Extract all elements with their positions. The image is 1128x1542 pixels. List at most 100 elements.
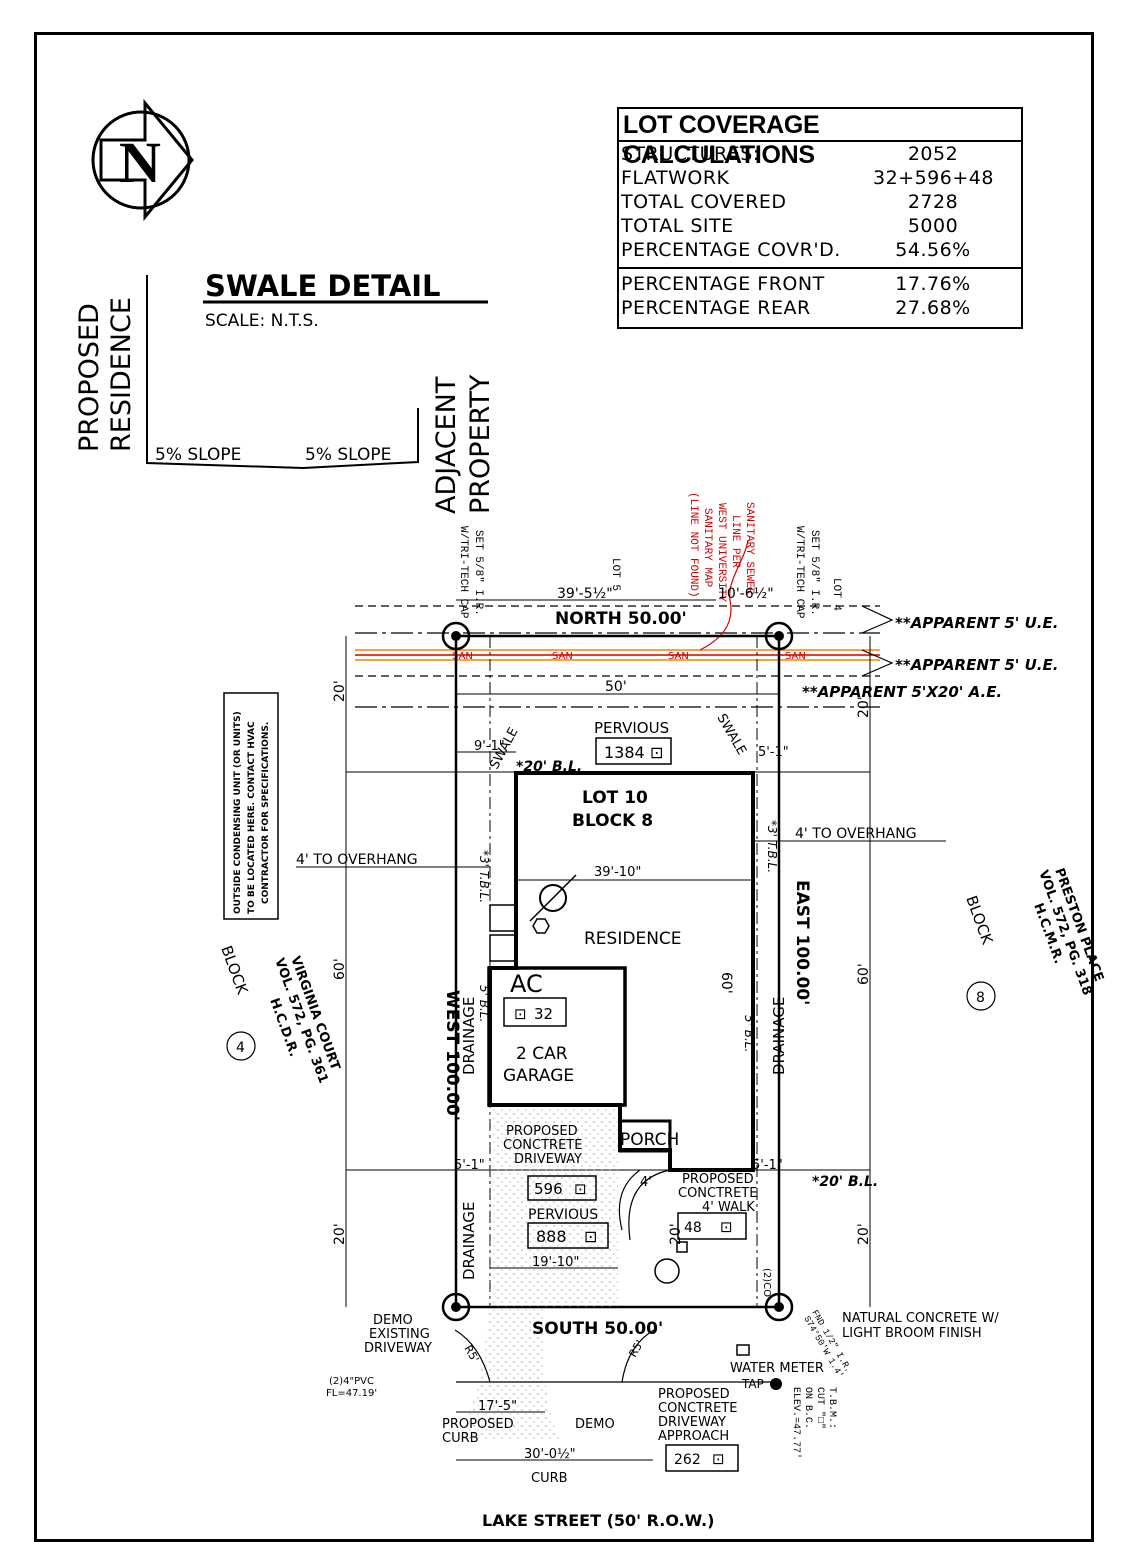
garage-line-2: GARAGE [503,1066,574,1086]
dim-20-bl: 20' [332,1223,348,1245]
svg-text:CUT "□": CUT "□" [814,1387,826,1429]
natural-concrete-2: LIGHT BROOM FINISH [842,1326,982,1341]
walk-line-1: PROPOSED [682,1172,754,1187]
street-label: LAKE STREET (50' R.O.W.) [482,1511,714,1530]
coverage-label: PERCENTAGE COVR'D. [621,239,841,261]
svg-text:LOT 5: LOT 5 [609,558,621,591]
overhang-right: 4' TO OVERHANG [795,826,917,842]
dim-5-1-c: 5'-1" [752,1158,783,1173]
san-label-3: SAN [668,651,689,662]
dim-17-5: 17'-5" [478,1399,517,1414]
swale-title: SWALE DETAIL [205,269,441,303]
svg-text:CONTRACTOR FOR SPECIFICATIONS.: CONTRACTOR FOR SPECIFICATIONS. [261,722,271,904]
lot-label: LOT 10 [582,788,648,808]
swale-right-label-1: ADJACENT [431,376,462,514]
easement-lines: SAN SAN SAN SAN **APPARENT 5' U.E. **APP… [355,539,1058,708]
block8-label: BLOCK [962,893,996,947]
dim-20-br: 20' [856,1223,872,1245]
water-meter: WATER METER [730,1361,824,1376]
apparent-ue-2: **APPARENT 5' U.E. [895,656,1058,674]
pervious-bottom-icon: ⊡ [584,1227,597,1246]
overhang-left: 4' TO OVERHANG [296,852,418,868]
bl-top: *20' B.L. [516,759,582,775]
dim-39-5: 39'-5½" [557,586,613,602]
swale-right: SWALE [714,712,749,758]
coverage-value: 2728 [907,191,959,213]
apparent-ae: **APPARENT 5'X20' A.E. [802,683,1002,701]
driveway-area-icon: ⊡ [574,1180,587,1198]
coverage-row: STRUCTURES:2052 [619,142,1021,166]
south-call: SOUTH 50.00' [532,1319,663,1339]
dim-60-l: 60' [332,958,348,980]
dim-50: 50' [605,679,627,695]
dim-60-r: 60' [856,963,872,985]
coverage-label: TOTAL COVERED [621,191,787,213]
coverage-row: TOTAL COVERED 2728 [619,190,1021,214]
pervious-top-icon: ⊡ [650,743,663,762]
swale-scale: SCALE: N.T.S. [205,311,319,331]
ac-area: 32 [534,1005,553,1023]
lot-coverage-table: LOT COVERAGE CALCULATIONS STRUCTURES:205… [617,107,1023,329]
drainage-left: DRAINAGE [460,997,478,1075]
coverage-label: TOTAL SITE [621,215,734,237]
coverage-label: PERCENTAGE FRONT [621,273,825,295]
pervious-bottom: PERVIOUS [528,1207,598,1223]
swale-right-label-2: PROPERTY [465,374,496,514]
svg-text:SANITARY SEWER: SANITARY SEWER [743,502,755,595]
north-call: NORTH 50.00' [555,609,687,629]
svg-text:WEST UNIVERSITY: WEST UNIVERSITY [715,503,727,602]
swale-detail: SWALE DETAIL SCALE: N.T.S. PROPOSED RESI… [74,269,496,514]
residence-label: RESIDENCE [584,929,682,949]
porch-label: PORCH [620,1130,679,1150]
san-label-1: SAN [452,651,473,662]
tbm-note: T.B.M.: CUT "□" ON B.C. ELEV.=47.77' [790,1387,837,1459]
svg-text:TO BE LOCATED HERE. CONTACT HV: TO BE LOCATED HERE. CONTACT HVAC [247,721,257,914]
natural-concrete-1: NATURAL CONCRETE W/ [842,1311,999,1326]
sanitary-note: SANITARY SEWER LINE PER WEST UNIVERSITY … [687,492,755,602]
coverage-row: PERCENTAGE COVR'D. 54.56% [619,238,1021,262]
drainage-right: DRAINAGE [770,997,788,1075]
pvc-line-1: (2)4"PVC [329,1376,374,1387]
demo-line-2: EXISTING [369,1327,430,1342]
pervious-bottom-area: 888 [536,1227,567,1246]
drainage-left-2: DRAINAGE [460,1202,478,1280]
approach-line-1: PROPOSED [658,1387,730,1402]
pervious-top-area: 1384 [604,743,645,762]
north-arrow-icon: N [91,98,194,222]
garage-line-1: 2 CAR [516,1044,568,1064]
dim-19-10: 19'-10" [532,1255,579,1270]
block8-number: 8 [976,990,985,1006]
coverage-value: 17.76% [895,273,971,295]
approach-line-3: DRIVEWAY [658,1415,726,1430]
preston-place: PRESTON PLACE VOL. 572, PG. 318 H.C.M.R. [1030,866,1106,997]
porch-footprint [618,1119,672,1153]
dim-20-tl: 20' [332,680,348,702]
walk-area-icon: ⊡ [720,1218,733,1236]
svg-text:ON B.C.: ON B.C. [802,1387,813,1429]
coverage-label: FLATWORK [621,167,730,189]
dim-5-1-b: 5'-1" [454,1158,485,1173]
driveway-line-1: PROPOSED [506,1124,578,1139]
bl5-left: 5' B.L. [477,985,491,1022]
dim-30: 30'-0½" [524,1447,576,1462]
tbl-left: *3' T.B.L. [477,850,491,903]
proposed-curb-2: CURB [442,1431,479,1446]
coverage-value: 54.56% [895,239,971,261]
driveway-line-2: CONCTRETE [503,1138,582,1153]
pvc-line-2: FL=47.19' [326,1388,377,1399]
approach-line-4: APPROACH [658,1429,729,1444]
coverage-label: PERCENTAGE REAR [621,297,811,319]
dim-5-1-a: 5'-1" [758,745,789,760]
svg-text:SANITARY MAP: SANITARY MAP [701,508,713,588]
driveway-area: 596 [534,1180,563,1198]
driveway-line-3: DRIVEWAY [514,1152,582,1167]
svg-text:LINE PER: LINE PER [729,515,741,568]
block4-label: BLOCK [217,943,251,997]
slope-left: 5% SLOPE [155,445,241,465]
swale-left-label-1: PROPOSED [74,303,105,452]
